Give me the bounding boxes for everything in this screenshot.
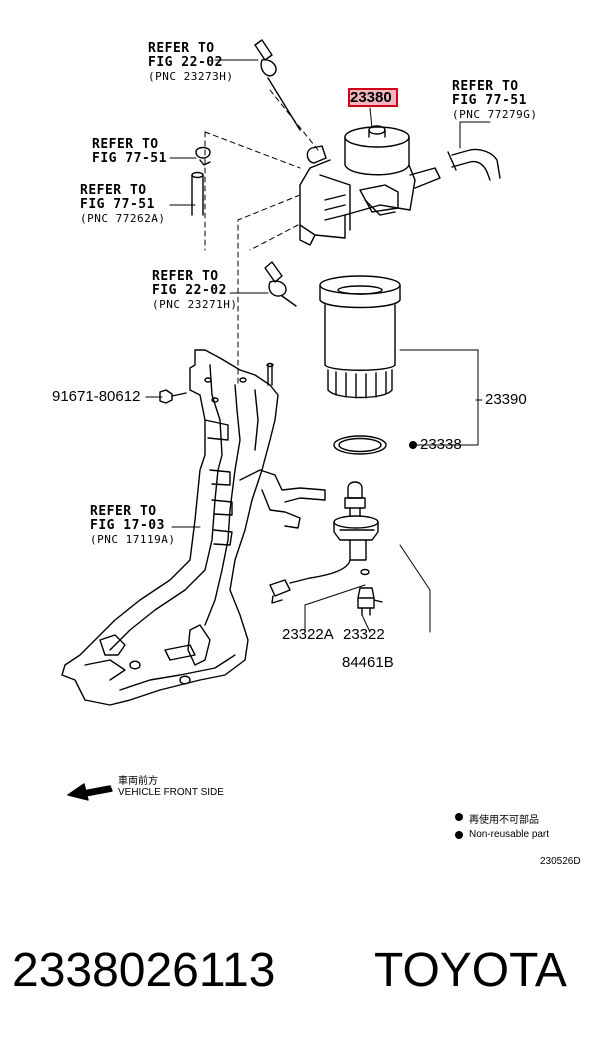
part-23322-label[interactable]: 23322 xyxy=(343,626,385,643)
legend-dot-1 xyxy=(455,813,463,821)
part-bolt-label[interactable]: 91671-80612 xyxy=(52,388,141,405)
front-arrow xyxy=(67,783,113,801)
clip xyxy=(195,146,211,166)
direction-jp: 車両前方 xyxy=(118,776,158,787)
highlight-box xyxy=(348,88,398,107)
sensor-assembly xyxy=(289,481,379,584)
hose-fitting-top xyxy=(254,39,301,131)
part-oring-label[interactable]: 23338 xyxy=(420,436,462,453)
part-84461b-label[interactable]: 84461B xyxy=(342,654,394,671)
legend-dot-2 xyxy=(455,831,463,839)
part-23380-label[interactable]: 23380 xyxy=(350,89,392,106)
filter-head xyxy=(299,125,441,246)
diagram-code: 230526D xyxy=(540,856,581,867)
small-ring xyxy=(360,568,370,576)
switch xyxy=(357,587,383,616)
o-ring xyxy=(333,435,387,455)
connector xyxy=(269,579,291,604)
filter-element xyxy=(319,275,401,399)
oring-nonreusable-dot xyxy=(409,441,417,449)
hose-fitting-mid xyxy=(264,261,297,307)
bracket xyxy=(61,349,326,706)
dashed-lines xyxy=(204,89,319,386)
legend-en: Non-reusable part xyxy=(469,829,550,840)
part-23322a-label[interactable]: 23322A xyxy=(282,626,334,643)
footer-part-number: 2338026113 xyxy=(12,944,276,997)
part-filter-label[interactable]: 23390 xyxy=(485,391,527,408)
footer-brand: TOYOTA xyxy=(374,944,567,997)
diagram-drawing xyxy=(61,39,501,839)
direction-en: VEHICLE FRONT SIDE xyxy=(118,787,224,798)
small-tube xyxy=(191,171,204,216)
hose-right xyxy=(447,148,501,181)
bolt xyxy=(159,389,187,404)
leader-lines xyxy=(145,59,491,633)
legend-jp: 再使用不可部品 xyxy=(469,815,539,826)
